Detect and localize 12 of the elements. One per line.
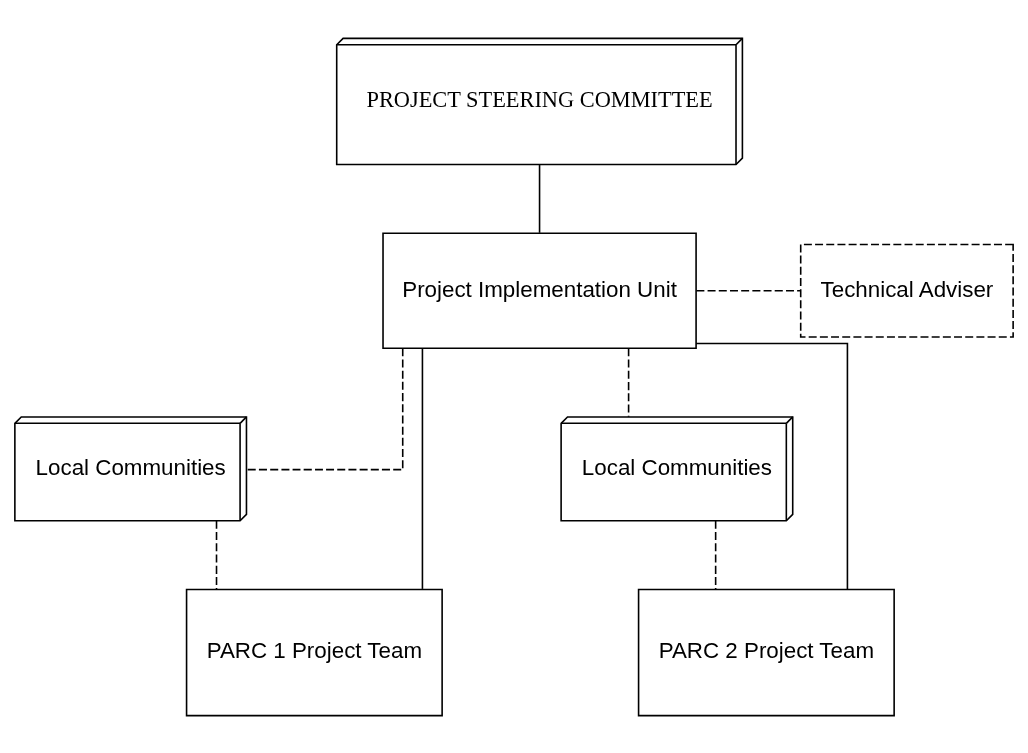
- connector: [695, 289, 802, 292]
- connector: [695, 342, 849, 590]
- connector: [627, 347, 630, 418]
- node-box: Project Implementation Unit: [382, 231, 697, 349]
- node-box: PARC 2 Project Team: [637, 588, 895, 716]
- connector: [421, 347, 424, 590]
- connector: [246, 347, 404, 470]
- connector: [538, 163, 541, 234]
- connector: [714, 519, 717, 590]
- node-box: Technical Adviser: [799, 243, 1014, 338]
- connector: [215, 519, 218, 590]
- node-box: PARC 1 Project Team: [185, 588, 443, 716]
